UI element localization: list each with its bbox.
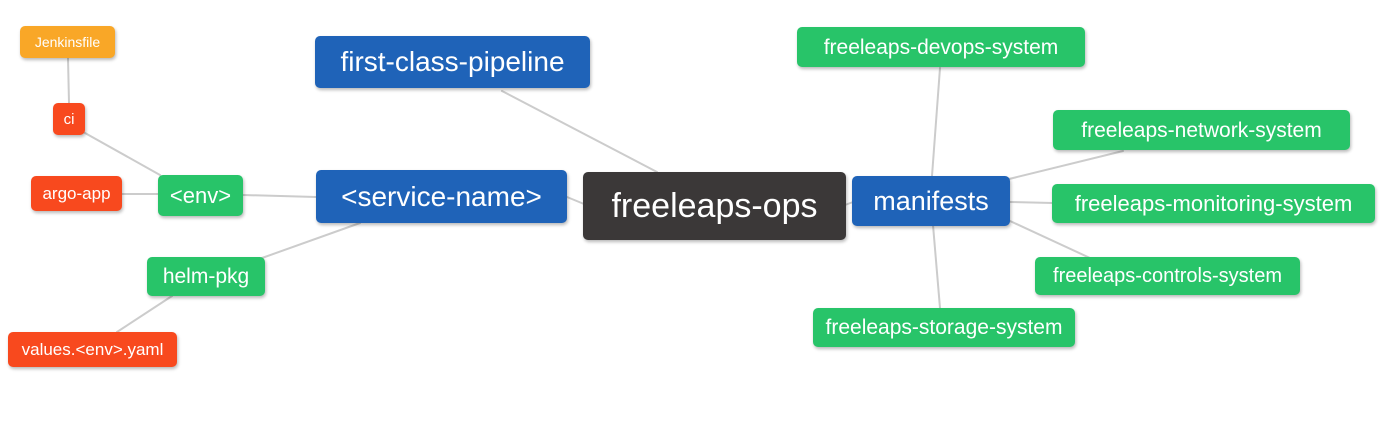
node-jenkinsfile[interactable]: Jenkinsfile (20, 26, 115, 58)
edge-pipeline-ops (501, 90, 658, 173)
edge-manifests-devops (931, 67, 941, 177)
edge-env-servicename (242, 194, 317, 198)
node-freeleaps-controls-system[interactable]: freeleaps-controls-system (1035, 257, 1300, 295)
edge-helmpkg-servicename (261, 222, 361, 259)
node-freeleaps-network-system[interactable]: freeleaps-network-system (1053, 110, 1350, 150)
edge-jenkinsfile-ci (67, 57, 70, 104)
node-first-class-pipeline[interactable]: first-class-pipeline (315, 36, 590, 88)
edge-values-helmpkg (116, 295, 173, 333)
edge-manifests-storage (932, 224, 941, 309)
node-freeleaps-storage-system[interactable]: freeleaps-storage-system (813, 308, 1075, 347)
node-freeleaps-devops-system[interactable]: freeleaps-devops-system (797, 27, 1085, 67)
edge-ci-env (84, 132, 161, 176)
node-env[interactable]: <env> (158, 175, 243, 216)
node-freeleaps-monitoring-system[interactable]: freeleaps-monitoring-system (1052, 184, 1375, 223)
node-freeleaps-ops[interactable]: freeleaps-ops (583, 172, 846, 240)
edge-servicename-ops (566, 196, 585, 205)
node-helm-pkg[interactable]: helm-pkg (147, 257, 265, 296)
edge-manifests-controls (1009, 220, 1091, 259)
node-ci[interactable]: ci (53, 103, 85, 135)
node-service-name[interactable]: <service-name> (316, 170, 567, 223)
node-values-env-yaml[interactable]: values.<env>.yaml (8, 332, 177, 367)
edge-manifests-network (1008, 150, 1124, 180)
edge-manifests-monitoring (1008, 201, 1054, 204)
node-manifests[interactable]: manifests (852, 176, 1010, 226)
edge-ops-manifests (844, 201, 854, 206)
node-argo-app[interactable]: argo-app (31, 176, 122, 211)
